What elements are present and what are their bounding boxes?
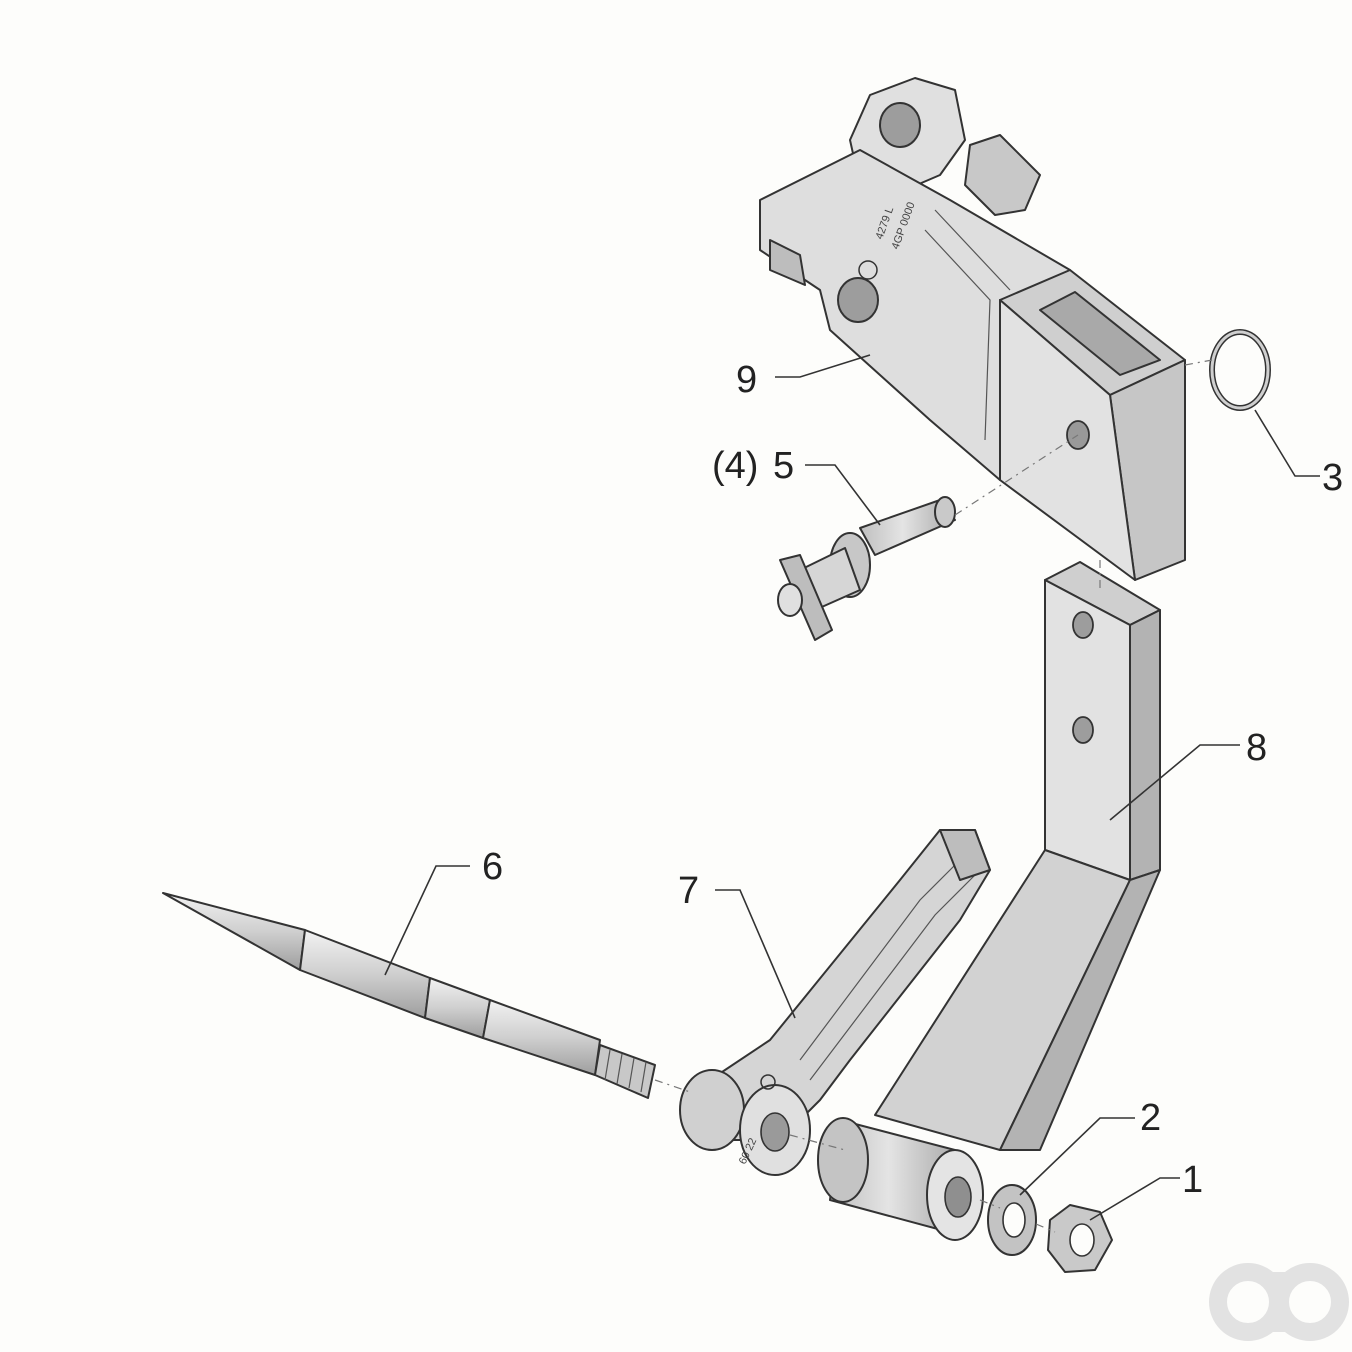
tine-holder-arm-part-7: 60 22 (679, 829, 991, 1176)
callout-3: 3 (1322, 457, 1343, 499)
brand-logo (1209, 1263, 1349, 1341)
bent-arm-bracket-part-8 (817, 561, 1161, 1241)
leader-lines (384, 354, 1320, 1221)
mounting-bracket-part-9: 4279 L 4GP 0000 (759, 77, 1186, 581)
leader-5 (805, 464, 881, 526)
hex-nut-part-1 (1047, 1204, 1113, 1273)
linch-pin-part-5 (777, 496, 956, 641)
callout-9: 9 (736, 359, 757, 401)
leader-6 (384, 865, 470, 976)
assembly-axes (654, 359, 1213, 1233)
leader-2 (1019, 1117, 1135, 1196)
leader-3 (1254, 409, 1320, 477)
leader-8 (1109, 744, 1240, 821)
washer-part-2 (987, 1184, 1037, 1256)
callout-1: 1 (1182, 1159, 1203, 1201)
retaining-ring-part-3 (1209, 329, 1271, 411)
callout-4-qty: (4) (712, 445, 758, 487)
callout-7: 7 (678, 870, 699, 912)
callout-2: 2 (1140, 1097, 1161, 1139)
leader-7 (715, 889, 796, 1019)
callout-6: 6 (482, 846, 503, 888)
leader-9 (775, 354, 871, 378)
callout-8: 8 (1246, 727, 1267, 769)
leader-1 (1089, 1177, 1180, 1221)
callout-5: 5 (773, 445, 794, 487)
tine-part-6 (162, 892, 656, 1099)
